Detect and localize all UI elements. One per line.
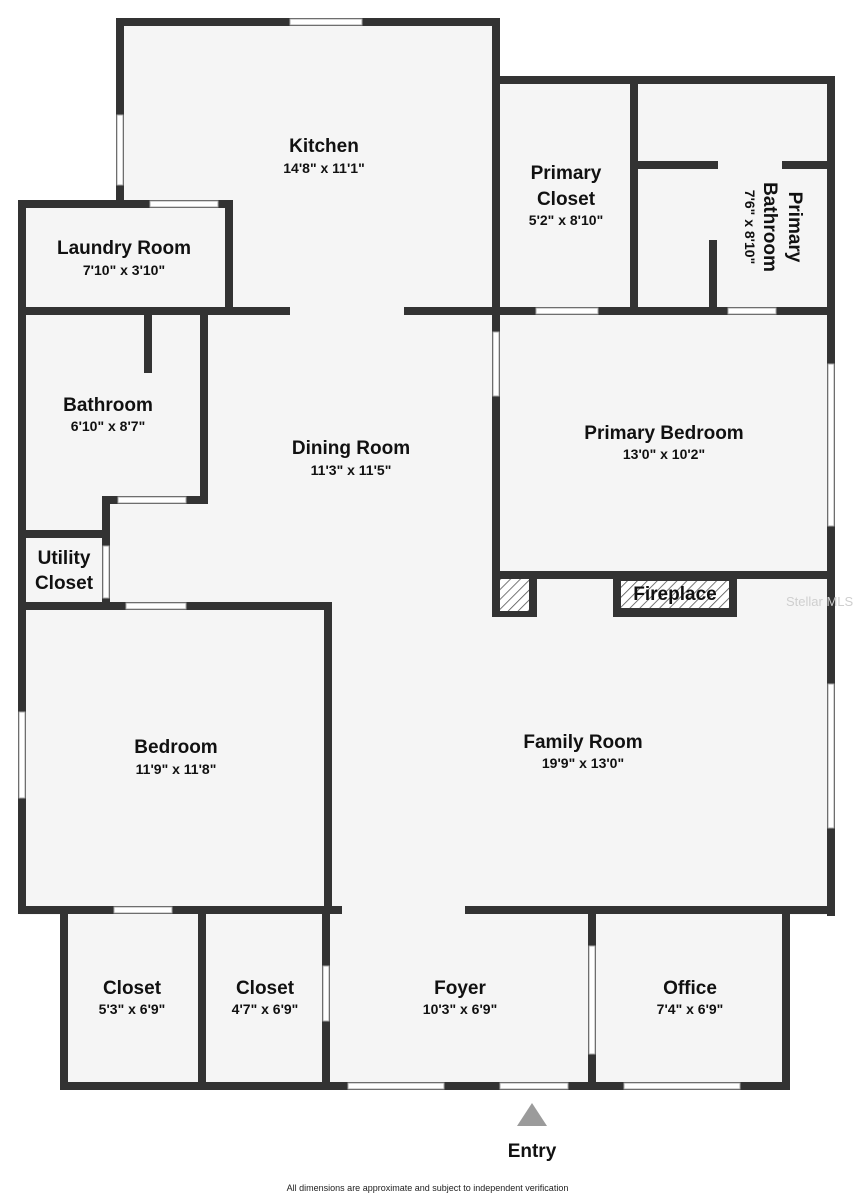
dining-name: Dining Room bbox=[292, 438, 410, 459]
window bbox=[18, 711, 26, 799]
entry-label: Entry bbox=[508, 1141, 557, 1162]
window bbox=[322, 965, 330, 1022]
window bbox=[116, 114, 124, 186]
closet-2-dims: 4'7" x 6'9" bbox=[232, 1001, 299, 1017]
closet-2-name: Closet bbox=[236, 978, 295, 999]
window bbox=[499, 1082, 569, 1090]
kitchen-dims: 14'8" x 11'1" bbox=[283, 160, 364, 176]
window bbox=[588, 945, 596, 1055]
utility-closet-name-2: Closet bbox=[35, 573, 94, 594]
bedroom-name: Bedroom bbox=[134, 737, 217, 758]
primary-closet-dims: 5'2" x 8'10" bbox=[529, 212, 603, 228]
laundry-name: Laundry Room bbox=[57, 238, 191, 259]
window bbox=[289, 18, 363, 26]
utility-closet-name-1: Utility bbox=[38, 548, 91, 569]
family-room-dims: 19'9" x 13'0" bbox=[542, 755, 624, 771]
primary-closet-name-2: Closet bbox=[537, 189, 596, 210]
closet-1-dims: 5'3" x 6'9" bbox=[99, 1001, 166, 1017]
dining-dims: 11'3" x 11'5" bbox=[311, 462, 392, 478]
window bbox=[149, 200, 219, 208]
laundry-dims: 7'10" x 3'10" bbox=[83, 262, 165, 278]
window bbox=[125, 602, 187, 610]
bathroom-dims: 6'10" x 8'7" bbox=[71, 418, 145, 434]
primary-bedroom-name: Primary Bedroom bbox=[584, 423, 743, 444]
bedroom-dims: 11'9" x 11'8" bbox=[136, 761, 217, 777]
window bbox=[623, 1082, 741, 1090]
foyer-dims: 10'3" x 6'9" bbox=[423, 1001, 497, 1017]
window bbox=[827, 363, 835, 527]
closet-1-name: Closet bbox=[103, 978, 162, 999]
floor-area bbox=[20, 20, 833, 1087]
hatched-block bbox=[500, 579, 529, 611]
watermark: Stellar MLS bbox=[786, 594, 854, 609]
office-name: Office bbox=[663, 978, 717, 999]
bathroom-name: Bathroom bbox=[63, 395, 153, 416]
primary-closet-name-1: Primary bbox=[531, 163, 602, 184]
window bbox=[492, 331, 500, 397]
window bbox=[102, 545, 110, 599]
office-dims: 7'4" x 6'9" bbox=[657, 1001, 724, 1017]
window bbox=[727, 307, 777, 315]
primary-bathroom-dims: 7'6" x 8'10" bbox=[742, 190, 758, 264]
disclaimer: All dimensions are approximate and subje… bbox=[286, 1183, 569, 1193]
entry-arrow-icon bbox=[517, 1103, 547, 1126]
fireplace bbox=[613, 576, 737, 617]
primary-bedroom-dims: 13'0" x 10'2" bbox=[623, 446, 705, 462]
window bbox=[827, 683, 835, 829]
kitchen-name: Kitchen bbox=[289, 136, 359, 157]
window bbox=[347, 1082, 445, 1090]
family-room-name: Family Room bbox=[523, 732, 642, 753]
foyer-name: Foyer bbox=[434, 978, 486, 999]
window bbox=[113, 906, 173, 914]
window bbox=[117, 496, 187, 504]
windows bbox=[18, 18, 835, 1090]
fireplace-label: Fireplace bbox=[633, 584, 716, 605]
window bbox=[535, 307, 599, 315]
primary-bathroom-name-2: Bathroom bbox=[759, 182, 780, 272]
primary-bathroom-name-1: Primary bbox=[784, 192, 805, 263]
